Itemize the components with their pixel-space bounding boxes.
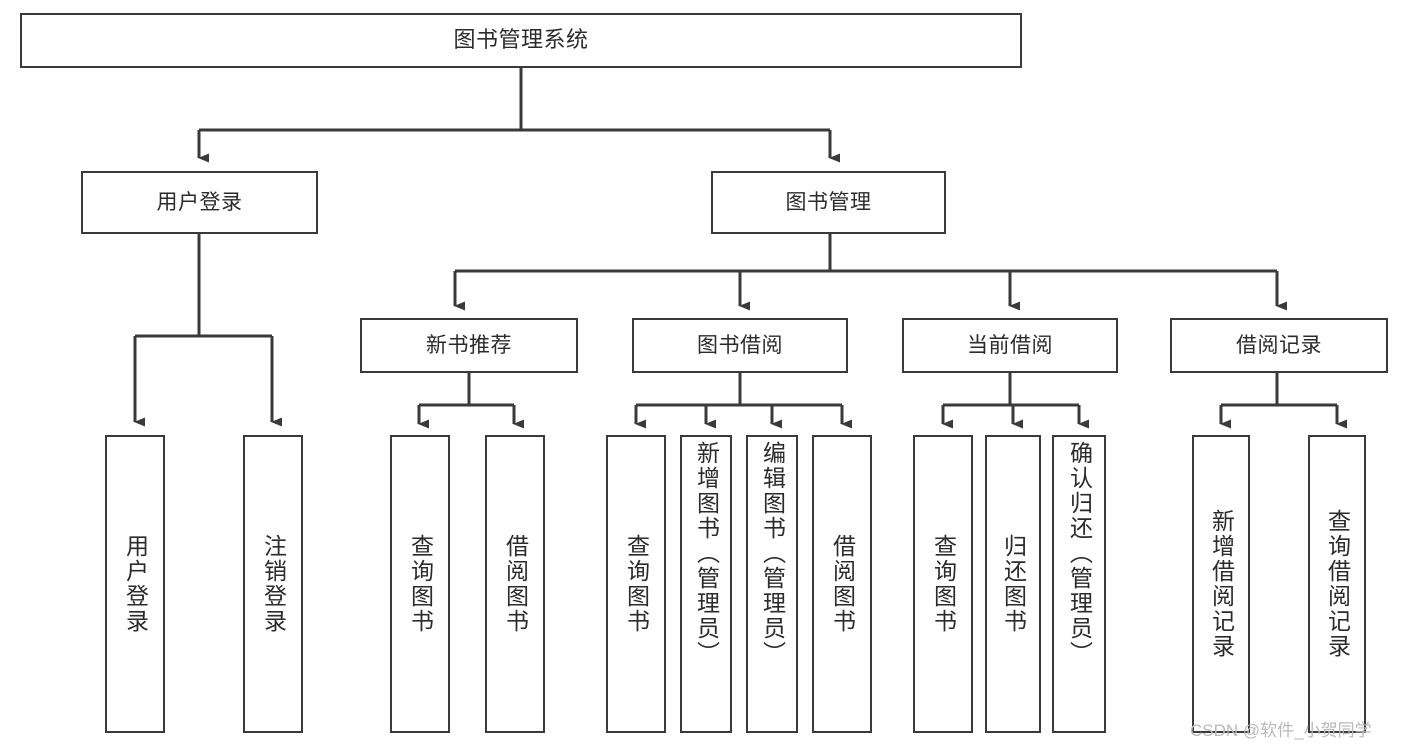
- node-leaf-borrow-book-2[interactable]: 借阅图书: [812, 435, 872, 733]
- node-leaf-logout-login[interactable]: 注销登录: [243, 435, 303, 733]
- node-leaf-edit-book-label: 编辑图书（管理员）: [759, 441, 786, 666]
- node-root-label: 图书管理系统: [453, 27, 589, 53]
- node-leaf-add-book-label: 新增图书（管理员）: [693, 441, 720, 666]
- node-current-borrow[interactable]: 当前借阅: [902, 318, 1118, 373]
- node-leaf-query-book-3-label: 查询图书: [930, 534, 957, 634]
- node-new-book-recommend-label: 新书推荐: [426, 333, 512, 357]
- node-user-login[interactable]: 用户登录: [81, 171, 318, 234]
- node-leaf-logout-login-label: 注销登录: [260, 534, 287, 634]
- node-leaf-borrow-book-1-label: 借阅图书: [502, 534, 529, 634]
- node-leaf-query-book-1[interactable]: 查询图书: [390, 435, 450, 733]
- node-book-borrow[interactable]: 图书借阅: [632, 318, 848, 373]
- node-borrow-record[interactable]: 借阅记录: [1170, 318, 1388, 373]
- node-leaf-user-login[interactable]: 用户登录: [105, 435, 165, 733]
- node-leaf-query-borrow-record[interactable]: 查询借阅记录: [1308, 435, 1366, 733]
- node-leaf-edit-book[interactable]: 编辑图书（管理员）: [746, 435, 798, 733]
- node-leaf-borrow-book-2-label: 借阅图书: [829, 534, 856, 634]
- node-leaf-query-book-3[interactable]: 查询图书: [913, 435, 973, 733]
- node-leaf-add-borrow-record[interactable]: 新增借阅记录: [1192, 435, 1250, 733]
- node-leaf-return-book[interactable]: 归还图书: [985, 435, 1041, 733]
- node-root[interactable]: 图书管理系统: [20, 13, 1022, 68]
- node-leaf-query-book-2[interactable]: 查询图书: [606, 435, 666, 733]
- node-leaf-query-book-2-label: 查询图书: [623, 534, 650, 634]
- node-leaf-confirm-return[interactable]: 确认归还（管理员）: [1052, 435, 1106, 733]
- node-current-borrow-label: 当前借阅: [967, 333, 1053, 357]
- node-leaf-query-borrow-record-label: 查询借阅记录: [1324, 509, 1351, 659]
- node-leaf-confirm-return-label: 确认归还（管理员）: [1066, 441, 1093, 666]
- node-borrow-record-label: 借阅记录: [1236, 333, 1322, 357]
- node-user-login-label: 用户登录: [156, 190, 243, 214]
- node-leaf-query-book-1-label: 查询图书: [407, 534, 434, 634]
- node-leaf-return-book-label: 归还图书: [1000, 534, 1027, 634]
- node-new-book-recommend[interactable]: 新书推荐: [360, 318, 578, 373]
- node-leaf-user-login-label: 用户登录: [122, 534, 149, 634]
- node-book-borrow-label: 图书借阅: [697, 333, 783, 357]
- node-leaf-add-book[interactable]: 新增图书（管理员）: [680, 435, 732, 733]
- node-leaf-add-borrow-record-label: 新增借阅记录: [1208, 509, 1235, 659]
- node-book-manage-label: 图书管理: [785, 190, 872, 214]
- node-book-manage[interactable]: 图书管理: [711, 171, 946, 234]
- node-leaf-borrow-book-1[interactable]: 借阅图书: [485, 435, 545, 733]
- csdn-watermark: CSDN @软件_小贺同学: [1190, 721, 1372, 740]
